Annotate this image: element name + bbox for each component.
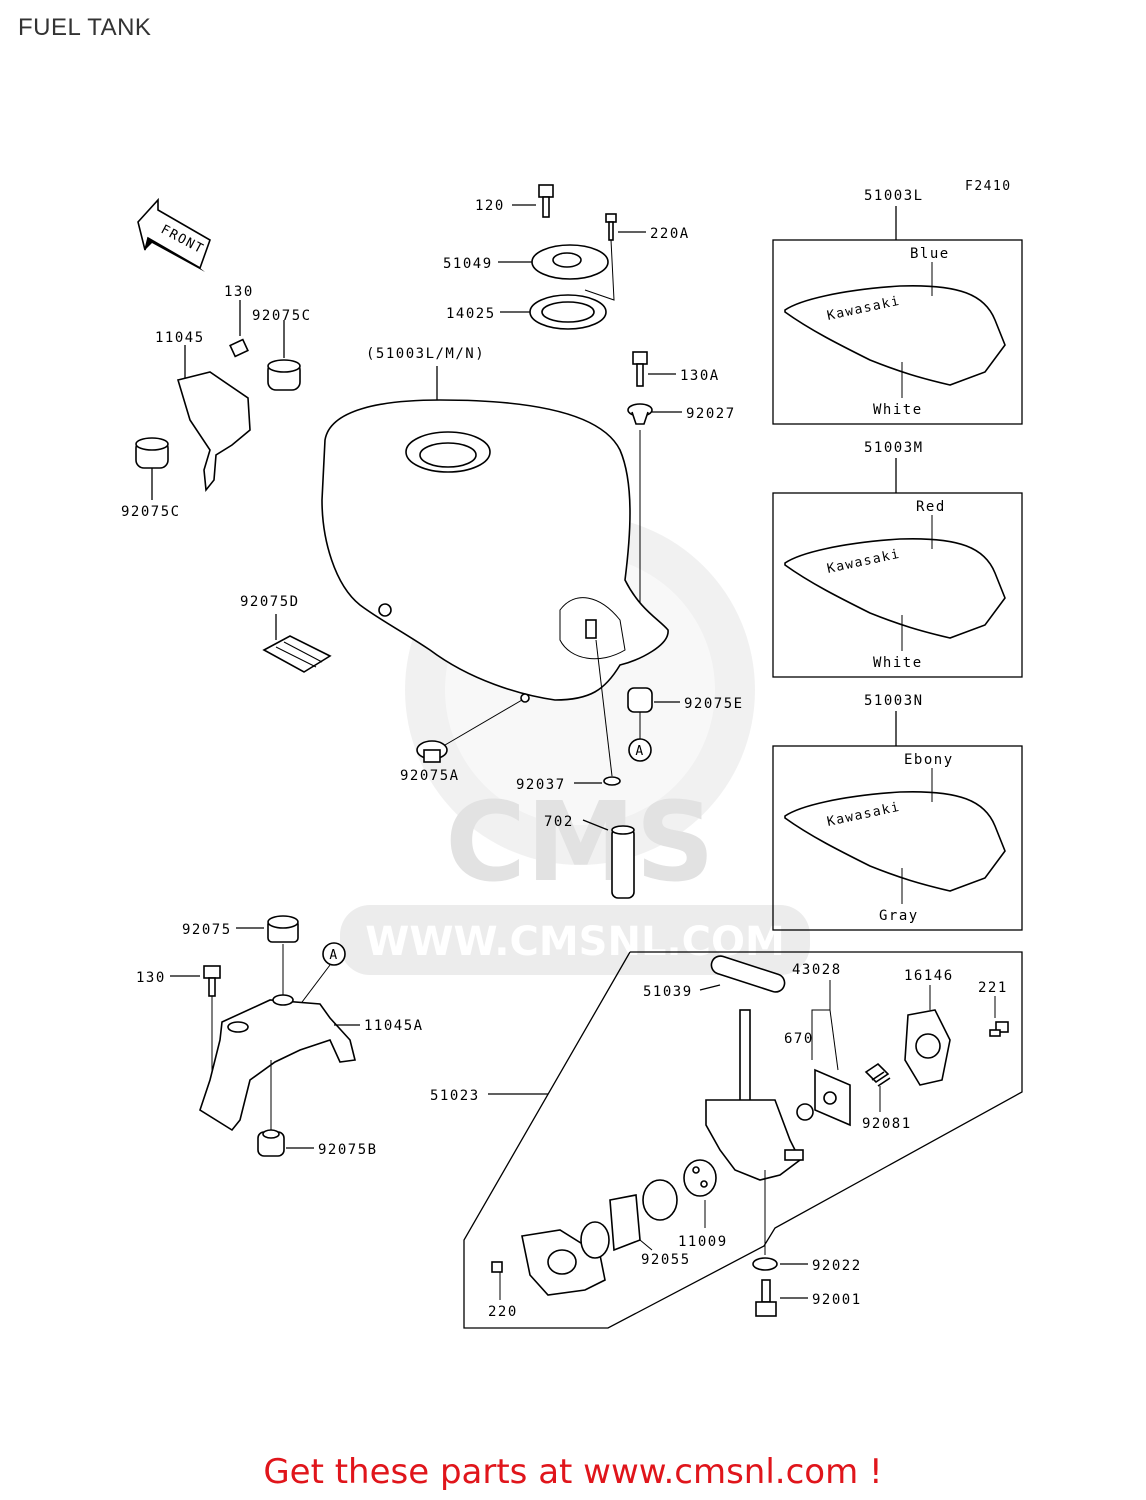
footer-link[interactable]: Get these parts at www.cmsnl.com ! [263, 1452, 883, 1492]
label-51039: 51039 [643, 984, 693, 1000]
label-92081: 92081 [862, 1116, 912, 1132]
pad-92075d: 92075D [240, 594, 332, 673]
label-92075: 92075 [182, 922, 232, 938]
cover-16146: 16146 [904, 968, 954, 1086]
bolt-130a: 130A [632, 351, 720, 387]
variant-bottom-color: White [873, 655, 923, 671]
figure-code: F2410 [965, 179, 1012, 194]
label-16146: 16146 [904, 968, 954, 984]
variant-51003l: 51003L Blue Kawasaki White [772, 188, 1023, 425]
label-92075d: 92075D [240, 594, 300, 610]
ref-a-1: A [628, 712, 652, 762]
variant-bottom-color: Gray [879, 908, 919, 924]
svg-text:A: A [635, 744, 644, 759]
ref-a-2: A [289, 942, 346, 1019]
screw-221: 221 [978, 980, 1009, 1037]
variant-51003m: 51003M Red Kawasaki White [772, 440, 1023, 678]
fuel-tap-assembly-51023: 51023 [430, 951, 1023, 1329]
collar-92075: 92075 [182, 915, 299, 995]
cap-51049: 51049 [443, 244, 609, 280]
label-51003lmn: (51003L/M/N) [366, 346, 485, 362]
bolt-130-rear: 130 [136, 965, 221, 1100]
variant-code: 51003M [864, 440, 924, 456]
screw-220a: 220A [584, 213, 690, 301]
variant-code: 51003N [864, 693, 924, 709]
hose-702: 702 [544, 814, 635, 899]
label-92037: 92037 [516, 777, 566, 793]
bracket-11045: 11045 [155, 330, 251, 493]
page-title: FUEL TANK [18, 14, 152, 41]
variant-bottom-color: White [873, 402, 923, 418]
label-92075c-top: 92075C [252, 308, 312, 324]
label-130a: 130A [680, 368, 720, 384]
fuel-cap-bolt-120: 120 [475, 184, 554, 218]
label-130: 130 [224, 284, 254, 300]
gasket-14025: 14025 [446, 294, 607, 330]
tap-body [705, 1009, 804, 1255]
rubber-92075e: 92075E [627, 687, 744, 713]
label-220: 220 [488, 1304, 518, 1320]
label-130-rear: 130 [136, 970, 166, 986]
label-11045: 11045 [155, 330, 205, 346]
label-51023: 51023 [430, 1088, 480, 1104]
collar-92027: 92027 [627, 403, 736, 655]
label-11045a: 11045A [364, 1018, 424, 1034]
label-92075c-bottom: 92075C [121, 504, 181, 520]
svg-text:A: A [329, 948, 338, 963]
label-43028: 43028 [792, 962, 842, 978]
label-120: 120 [475, 198, 505, 214]
front-arrow-icon: FRONT [137, 197, 211, 272]
bolt-92001: 92001 [755, 1279, 862, 1317]
label-11009: 11009 [678, 1234, 728, 1250]
label-92075a: 92075A [400, 768, 460, 784]
label-92075e: 92075E [684, 696, 744, 712]
label-92075b: 92075B [318, 1142, 378, 1158]
variant-51003n: 51003N Ebony Kawasaki Gray [772, 693, 1023, 931]
bracket-11045a: 11045A [199, 994, 424, 1132]
label-92001: 92001 [812, 1292, 862, 1308]
rubber-92075c-bottom: 92075C [121, 437, 181, 520]
rubber-92075c-top: 92075C [252, 308, 312, 391]
bolt-130: 130 [224, 284, 254, 358]
spring-92081: 92081 [862, 1062, 912, 1132]
oring-51039: 51039 [643, 955, 786, 1000]
variant-top-color: Blue [910, 246, 950, 262]
label-51049: 51049 [443, 256, 493, 272]
label-14025: 14025 [446, 306, 496, 322]
label-702: 702 [544, 814, 574, 830]
variant-top-color: Ebony [904, 752, 954, 768]
label-92027: 92027 [686, 406, 736, 422]
washer-92022: 92022 [752, 1257, 862, 1274]
oring-92055: 92055 [609, 1179, 691, 1268]
oring-670: 670 [784, 1031, 814, 1121]
label-92055: 92055 [641, 1252, 691, 1268]
gasket-220-plate: 220 [488, 1221, 610, 1320]
label-670: 670 [784, 1031, 814, 1047]
plate-43028: 43028 [792, 962, 851, 1127]
watermark-brand: CMS [445, 778, 714, 906]
label-221: 221 [978, 980, 1008, 996]
filter-11009: 11009 [678, 1159, 728, 1250]
clip-92037: 92037 [516, 639, 621, 793]
grommet-92075a: 92075A [400, 699, 523, 784]
variant-top-color: Red [916, 499, 946, 515]
grommet-92075b: 92075B [257, 1060, 378, 1158]
variant-code: 51003L [864, 188, 924, 204]
label-220a: 220A [650, 226, 690, 242]
label-92022: 92022 [812, 1258, 862, 1274]
fuel-tank-51003: (51003L/M/N) [321, 346, 669, 703]
